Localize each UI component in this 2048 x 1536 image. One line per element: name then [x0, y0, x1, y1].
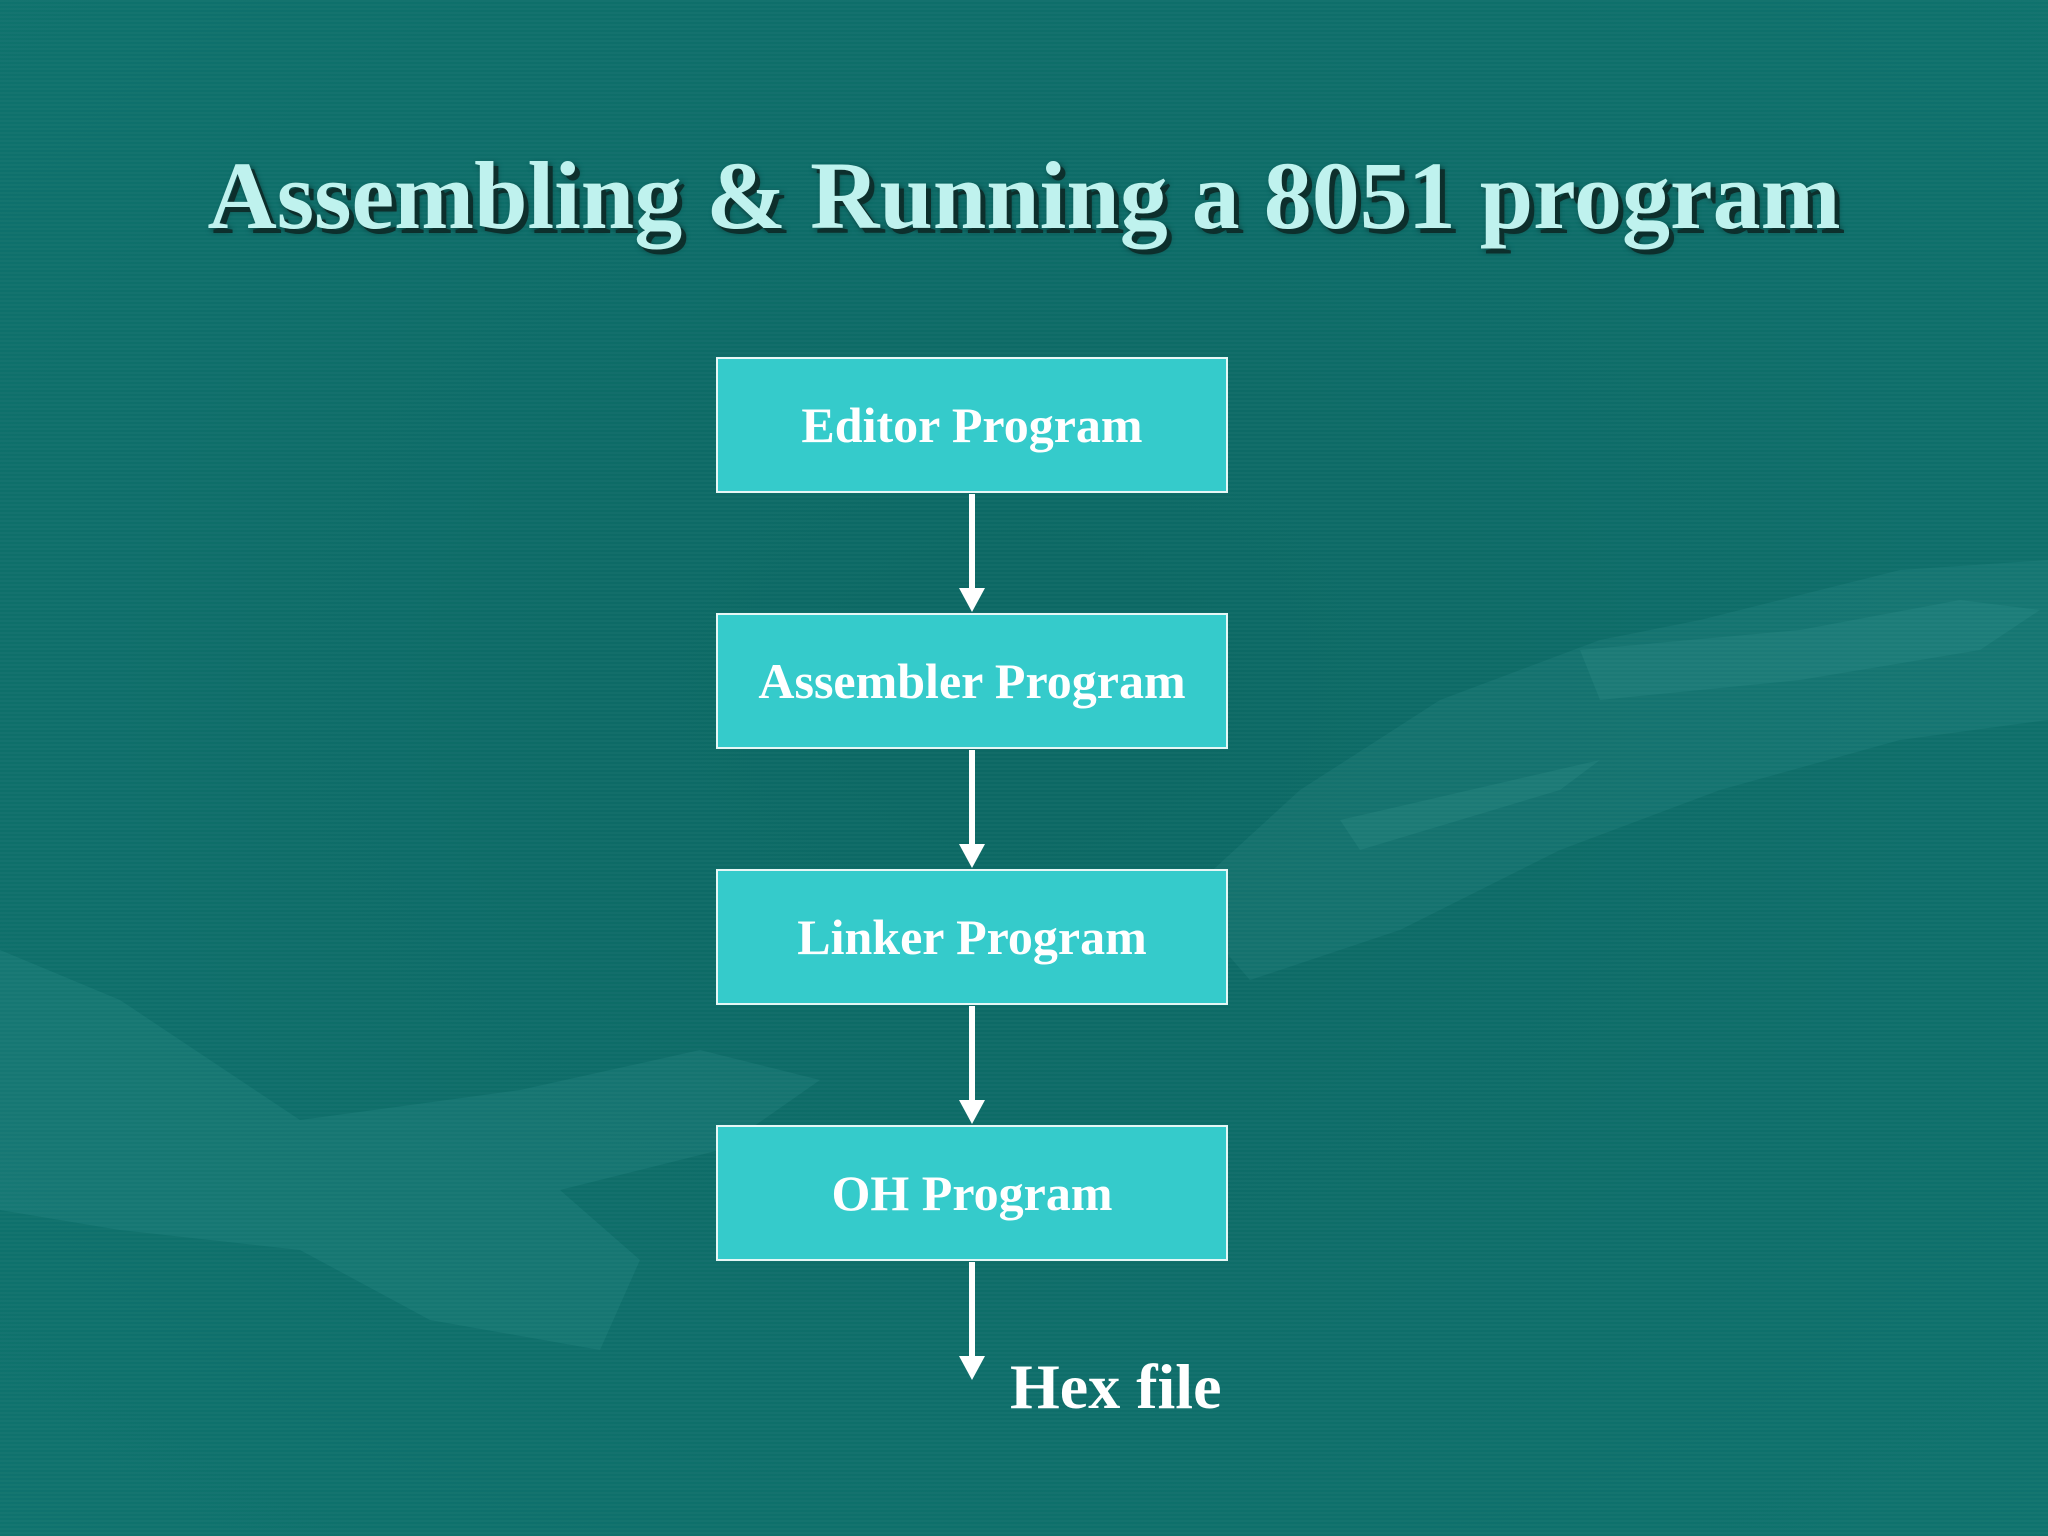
flow-step-editor: Editor Program: [716, 357, 1228, 493]
flow-step-label: Editor Program: [801, 397, 1143, 453]
slide-title: Assembling & Running a 8051 program: [207, 142, 1841, 249]
output-label-hex-file: Hex file: [1010, 1351, 1222, 1422]
arrow-down-icon: [959, 1262, 985, 1380]
flow-step-label: OH Program: [831, 1165, 1113, 1221]
flow-step-assembler: Assembler Program: [716, 613, 1228, 749]
arrow-down-icon: [959, 494, 985, 612]
flow-step-label: Assembler Program: [758, 653, 1186, 709]
flow-step-label: Linker Program: [797, 909, 1147, 965]
flow-step-linker: Linker Program: [716, 869, 1228, 1005]
arrow-down-icon: [959, 750, 985, 868]
arrow-down-icon: [959, 1006, 985, 1124]
flow-step-oh: OH Program: [716, 1125, 1228, 1261]
